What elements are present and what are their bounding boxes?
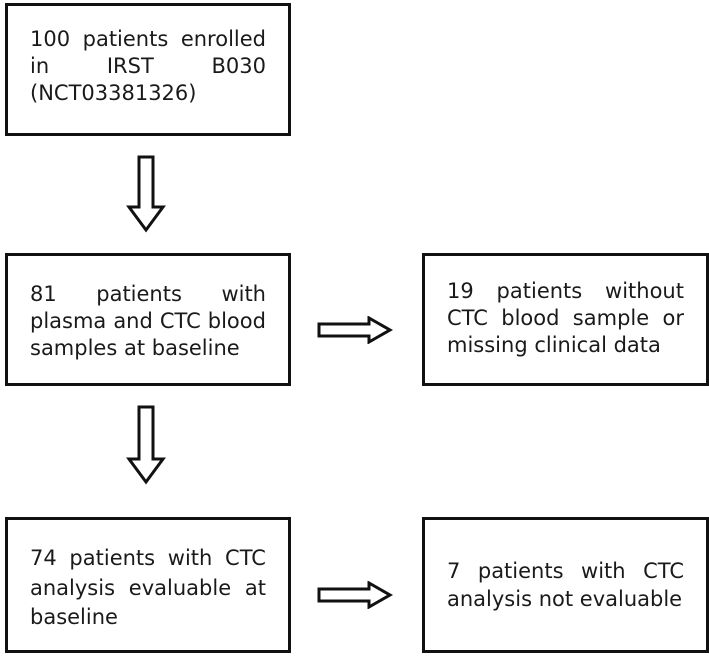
word: without [605, 279, 684, 303]
word: 19 [447, 279, 474, 303]
box-evaluable: 74 patients with CTC analysis evaluable … [5, 517, 291, 653]
word: with [221, 282, 266, 306]
word: 100 [30, 27, 71, 51]
line-1: 100 patients enrolled [30, 26, 266, 53]
word: IRST [106, 54, 154, 78]
word: blood [501, 306, 560, 330]
word: at [244, 576, 266, 600]
word: patients [477, 559, 564, 583]
line-3: (NCT03381326) [30, 80, 196, 107]
word: plasma [30, 309, 107, 333]
line-1: 19 patients without [447, 278, 684, 305]
word: patients [96, 282, 182, 306]
word: analysis not evaluable [447, 587, 683, 611]
word: baseline [30, 605, 118, 629]
right-arrow-1 [317, 316, 393, 344]
word: 7 [447, 559, 461, 583]
line-3: missing clinical data [447, 332, 661, 359]
line-1: 74 patients with CTC [30, 545, 266, 572]
box-baseline-samples: 81 patients with plasma and CTC blood sa… [5, 253, 291, 386]
line-2: analysis evaluable at [30, 575, 266, 602]
box-excluded-samples: 19 patients without CTC blood sample or … [422, 253, 709, 386]
word: enrolled [180, 27, 266, 51]
word: 74 [30, 546, 57, 570]
word: CTC [159, 309, 201, 333]
line-2: in IRST B030 [30, 53, 266, 80]
line-2: CTC blood sample or [447, 305, 684, 332]
line-1: 7 patients with CTC [447, 558, 684, 585]
box-enrolled: 100 patients enrolled in IRST B030 (NCT0… [5, 3, 291, 136]
word: and [113, 309, 153, 333]
right-arrow-2 [317, 581, 393, 609]
word: samples at baseline [30, 336, 240, 360]
line-2: analysis not evaluable [447, 586, 682, 613]
word: (NCT03381326) [30, 81, 197, 105]
word: patients [496, 279, 583, 303]
word: CTC [225, 546, 266, 570]
word: sample [572, 306, 650, 330]
word: missing clinical data [447, 333, 661, 357]
down-arrow-2 [126, 405, 166, 485]
word: with [167, 546, 213, 570]
line-3: baseline [30, 604, 118, 631]
line-3: samples at baseline [30, 335, 240, 362]
word: CTC [447, 306, 488, 330]
word: analysis [30, 576, 116, 600]
word: in [30, 54, 50, 78]
line-2: plasma and CTC blood [30, 308, 266, 335]
word: CTC [643, 559, 684, 583]
box-not-evaluable: 7 patients with CTC analysis not evaluab… [422, 517, 709, 653]
word: or [662, 306, 684, 330]
line-1: 81 patients with [30, 281, 266, 308]
down-arrow-1 [126, 155, 166, 233]
word: patients [69, 546, 156, 570]
word: patients [82, 27, 169, 51]
word: evaluable [128, 576, 232, 600]
word: 81 [30, 282, 57, 306]
word: with [581, 559, 626, 583]
word: B030 [211, 54, 266, 78]
word: blood [207, 309, 266, 333]
